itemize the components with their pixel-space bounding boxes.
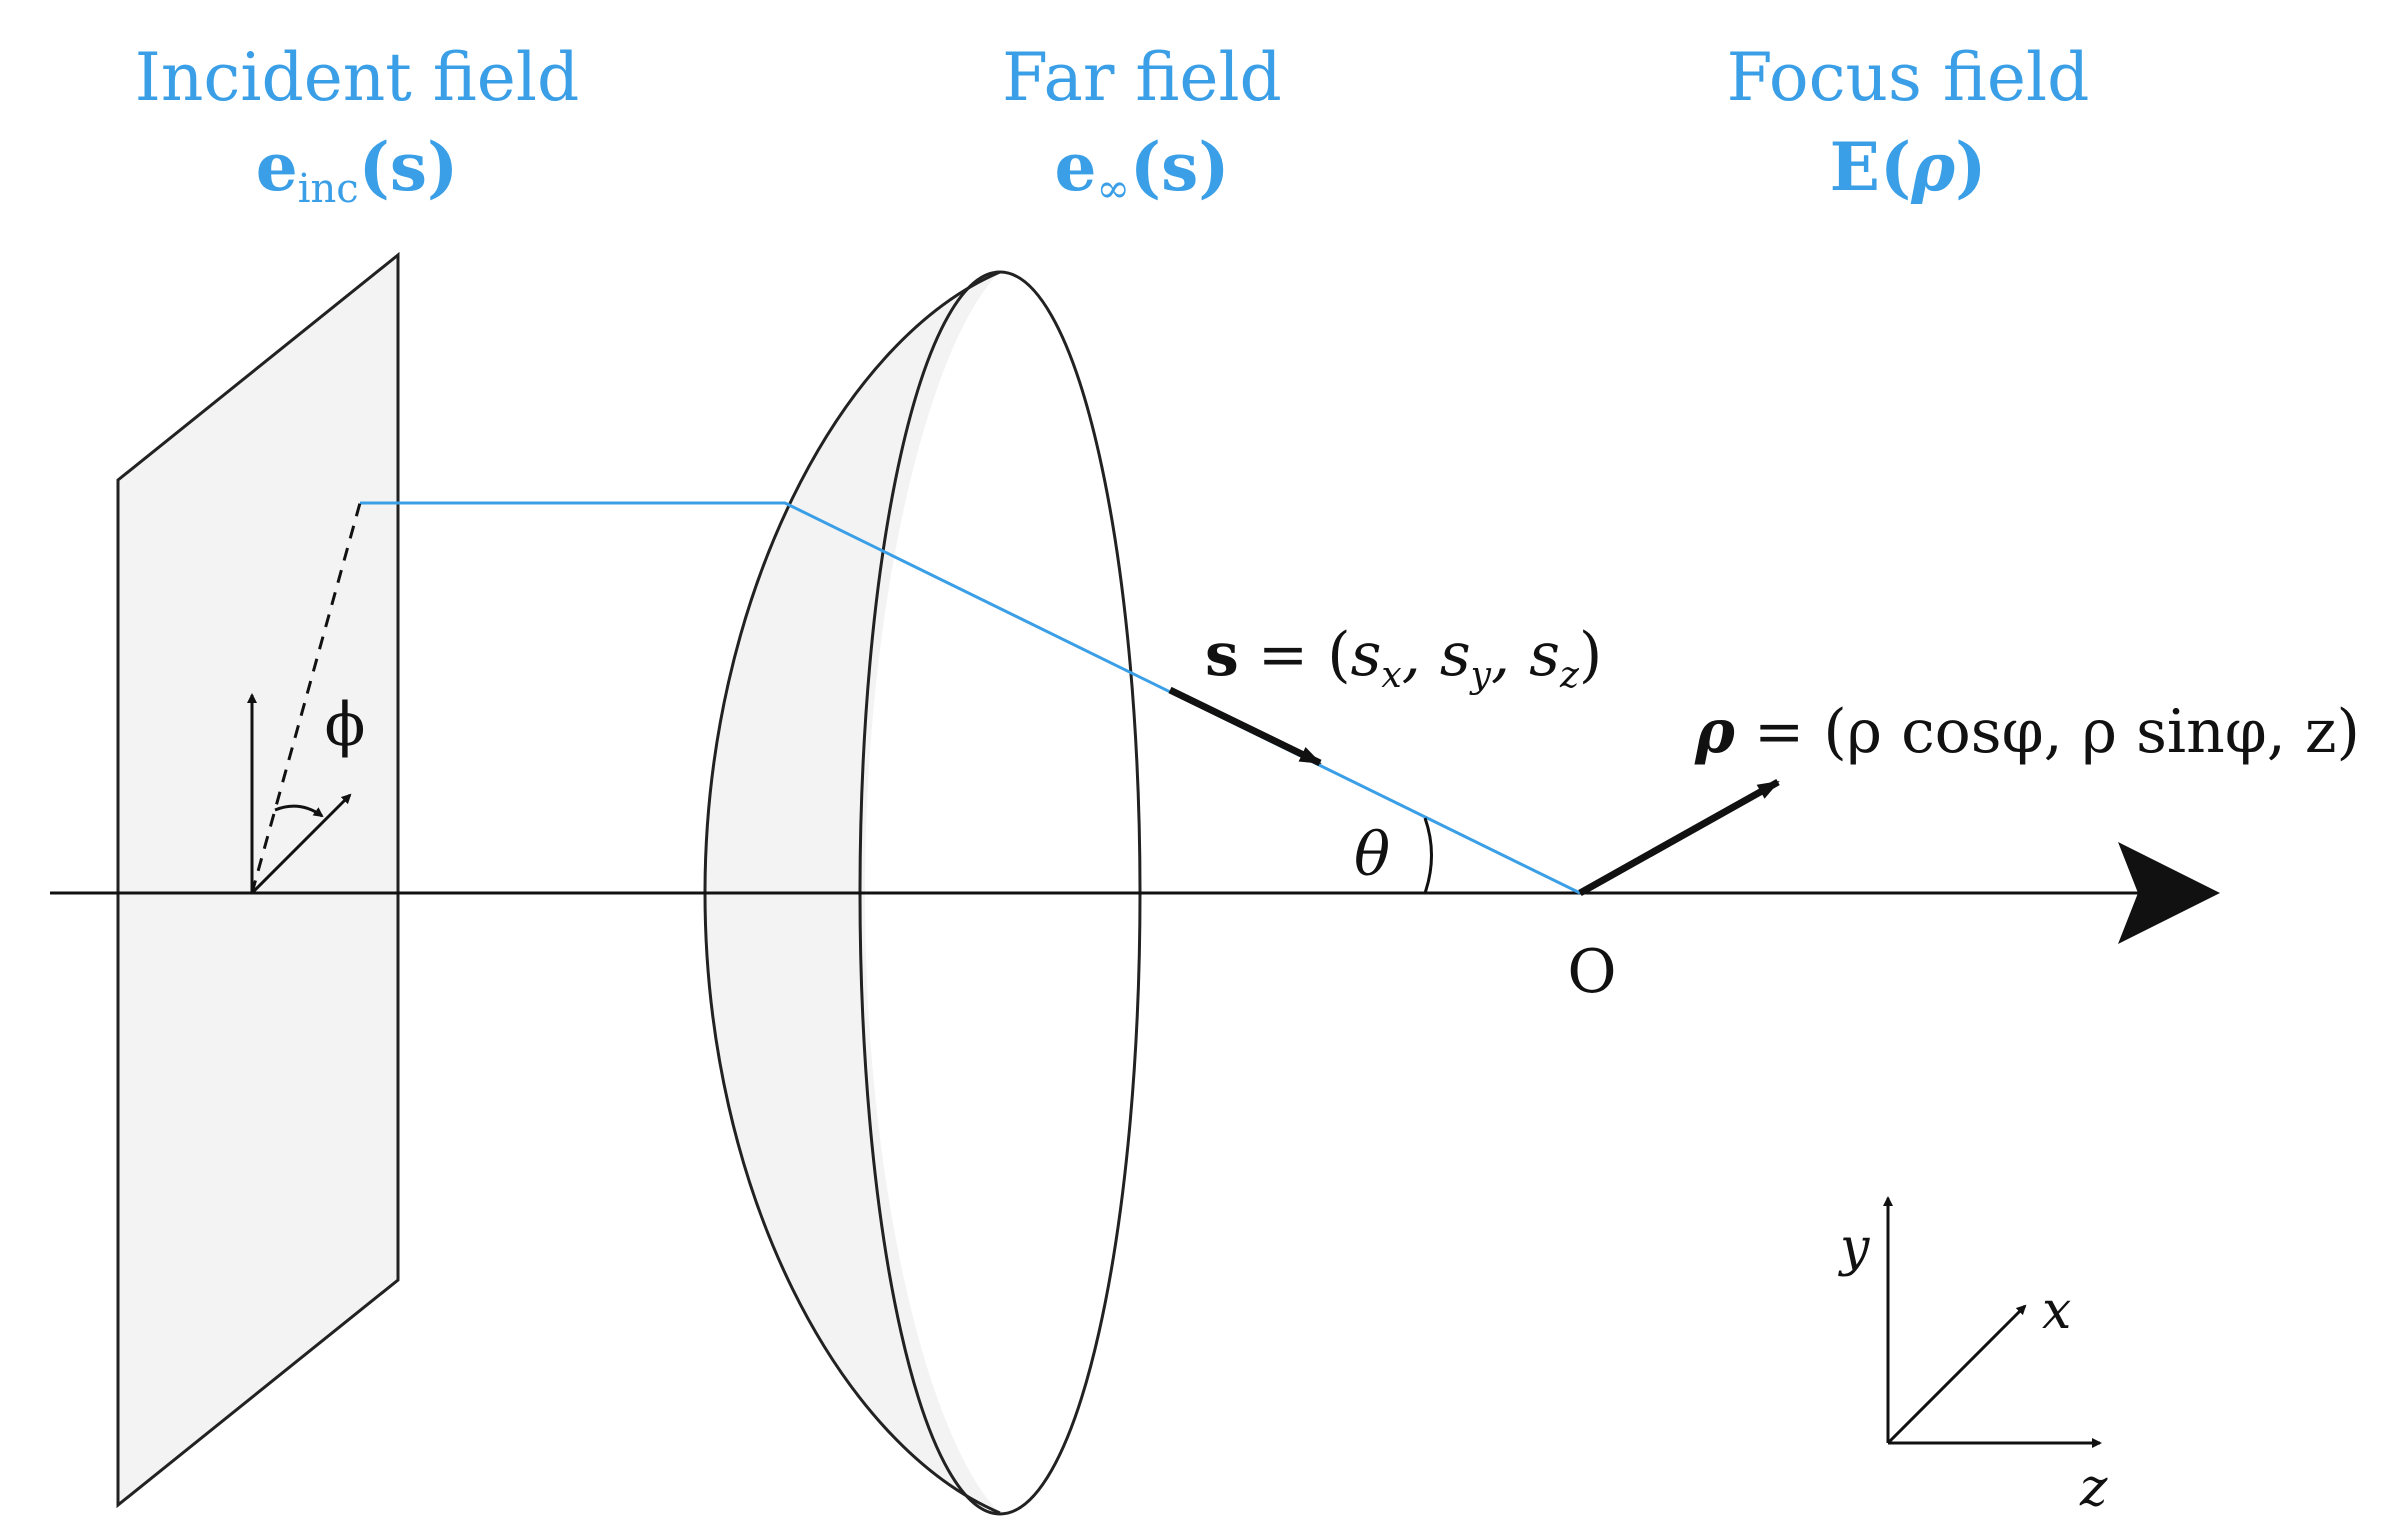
rho-vector-bold: ρ [1694,697,1736,767]
s-vector-sz: , s [1491,620,1560,690]
rho-vector-arrow [1578,778,1780,897]
s-vector-sy: , s [1402,620,1471,690]
origin-label: O [1567,937,1616,1007]
title-far-field: Far field [1002,39,1282,116]
rho-vector-rest: = (ρ cosφ, ρ sinφ, z) [1735,697,2360,767]
s-vector-label: s = (sx, sy, sz) [1205,620,1602,696]
incident-plane [116,251,400,1509]
focus-field-symbol: E(ρ) [1830,128,1987,206]
s-vector-close: ) [1579,620,1602,690]
theta-angle-arc [1423,817,1433,894]
focus-field-main: E [1830,128,1880,206]
phi-angle-arc [274,804,324,818]
s-vector-bold: s [1205,620,1239,690]
axis-z-label: z [2079,1458,2108,1518]
phi-label: ϕ [325,690,366,760]
title-incident-field: Incident field [135,39,579,116]
incident-field-main: e [256,128,298,206]
s-vector-arrow [1168,686,1322,767]
title-focus-field: Focus field [1727,39,2090,116]
s-vector-sx: s [1351,620,1382,690]
theta-label: θ [1354,820,1390,890]
focus-field-close: ) [1955,128,1986,206]
axis-y-label: y [1838,1218,1870,1278]
s-vector-sx-sub: x [1381,655,1401,696]
s-vector-sy-sub: y [1469,655,1492,696]
far-field-arg: (s) [1130,128,1230,206]
s-vector-eq: = ( [1239,620,1351,690]
far-field-sub: ∞ [1097,166,1130,212]
incident-field-symbol: einc(s) [256,128,459,212]
far-field-main: e [1055,128,1097,206]
axis-x-label: x [2042,1281,2071,1341]
focus-field-rho: ρ [1910,128,1956,206]
incident-x-arrow [250,793,352,895]
incident-field-sub: inc [298,166,359,212]
far-field-symbol: e∞(s) [1055,128,1230,212]
s-vector-sz-sub: z [1559,655,1580,696]
focus-field-open: ( [1880,128,1911,206]
optical-axis-arrowhead [2118,842,2220,944]
incident-field-arg: (s) [359,128,459,206]
rho-vector-label: ρ = (ρ cosφ, ρ sinφ, z) [1694,697,2360,767]
light-ray [360,501,1581,895]
axis-x-arrow [1886,1304,2027,1445]
